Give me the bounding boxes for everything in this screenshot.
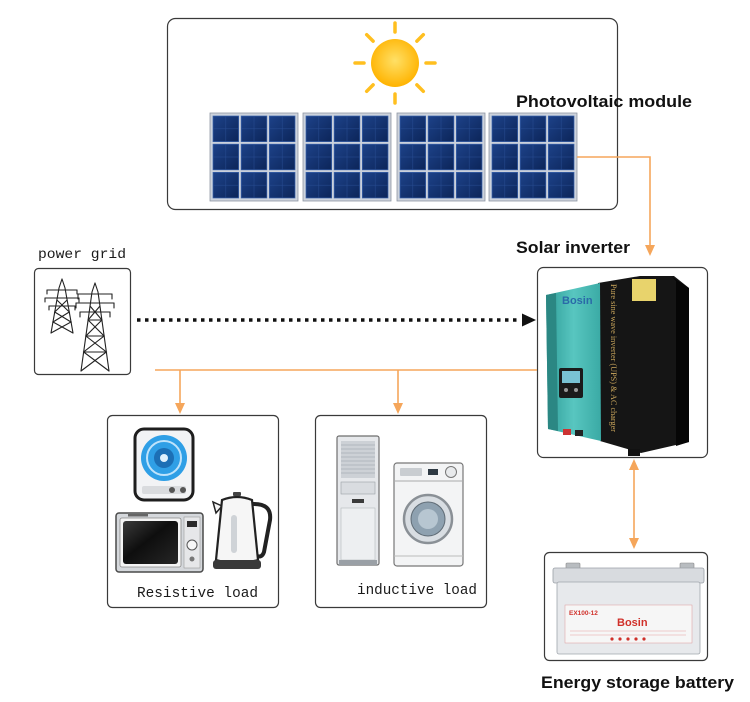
grid-to-inverter-connector <box>137 313 536 327</box>
solar-cell-grid <box>400 144 426 170</box>
arrowhead <box>629 459 639 470</box>
solar-cell-grid <box>548 172 574 198</box>
solar-inverter-label: Solar inverter <box>516 238 630 257</box>
solar-cell-grid <box>334 172 360 198</box>
solar-cell-grid <box>456 172 482 198</box>
solar-cell-grid <box>520 144 546 170</box>
solar-cell-grid <box>492 116 518 142</box>
solar-cell-grid <box>548 116 574 142</box>
transmission-tower-icon <box>44 278 80 334</box>
sun-icon <box>353 21 437 105</box>
induction-cooker-icon <box>133 427 195 502</box>
solar-cell-grid <box>362 116 388 142</box>
solar-cell-grid <box>428 172 454 198</box>
solar-cell-grid <box>213 116 239 142</box>
resistive-load-label: Resistive load <box>137 586 258 602</box>
battery-brand-logo: Bosin <box>617 617 648 629</box>
arrowhead <box>645 245 655 256</box>
battery-icon: EX100-12 Bosin <box>552 562 705 655</box>
power-grid-box <box>33 267 132 376</box>
air-conditioner-icon <box>336 435 380 566</box>
solar-panel-icon <box>396 112 486 202</box>
arrowhead <box>629 538 639 549</box>
inductive-load-label: inductive load <box>357 583 477 599</box>
solar-cell-grid <box>269 144 295 170</box>
solar-cell-grid <box>269 116 295 142</box>
solar-cell-grid <box>213 144 239 170</box>
solar-cell-grid <box>241 144 267 170</box>
solar-panel-icon <box>209 112 299 202</box>
inverter-icon: Bosin Pure sine wave inverter (UPS) & AC… <box>546 276 689 456</box>
solar-cell-grid <box>241 116 267 142</box>
solar-panel-array <box>209 112 578 202</box>
solar-cell-grid <box>520 172 546 198</box>
solar-cell-grid <box>400 172 426 198</box>
solar-cell-grid <box>520 116 546 142</box>
power-grid-label: power grid <box>38 247 126 263</box>
microwave-icon <box>115 512 204 573</box>
arrowhead <box>393 403 403 414</box>
kettle-icon <box>211 492 273 569</box>
washing-machine-icon <box>393 462 464 567</box>
solar-panel-icon <box>302 112 392 202</box>
solar-cell-grid <box>548 144 574 170</box>
solar-cell-grid <box>306 172 332 198</box>
solar-cell-grid <box>334 144 360 170</box>
solar-cell-grid <box>362 144 388 170</box>
solar-cell-grid <box>400 116 426 142</box>
solar-cell-grid <box>306 144 332 170</box>
transmission-tower-icon <box>75 282 115 372</box>
solar-panel-icon <box>488 112 578 202</box>
solar-cell-grid <box>269 172 295 198</box>
inverter-brand-logo: Bosin <box>562 295 593 307</box>
solar-cell-grid <box>492 144 518 170</box>
pv-to-inverter-connector <box>577 156 655 256</box>
solar-cell-grid <box>492 172 518 198</box>
battery-model-marking: EX100-12 <box>569 610 598 617</box>
solar-cell-grid <box>456 144 482 170</box>
solar-cell-grid <box>306 116 332 142</box>
solar-cell-grid <box>456 116 482 142</box>
solar-cell-grid <box>428 116 454 142</box>
arrowhead <box>522 313 536 327</box>
energy-storage-battery-label: Energy storage battery <box>541 673 735 692</box>
solar-cell-grid <box>334 116 360 142</box>
inverter-side-marking: Pure sine wave inverter (UPS) & AC charg… <box>609 284 618 432</box>
solar-cell-grid <box>362 172 388 198</box>
solar-cell-grid <box>241 172 267 198</box>
ac-output-bus <box>155 369 537 414</box>
arrowhead <box>175 403 185 414</box>
photovoltaic-module-label: Photovoltaic module <box>516 92 692 111</box>
inverter-battery-connector <box>629 459 639 549</box>
solar-cell-grid <box>213 172 239 198</box>
solar-cell-grid <box>428 144 454 170</box>
